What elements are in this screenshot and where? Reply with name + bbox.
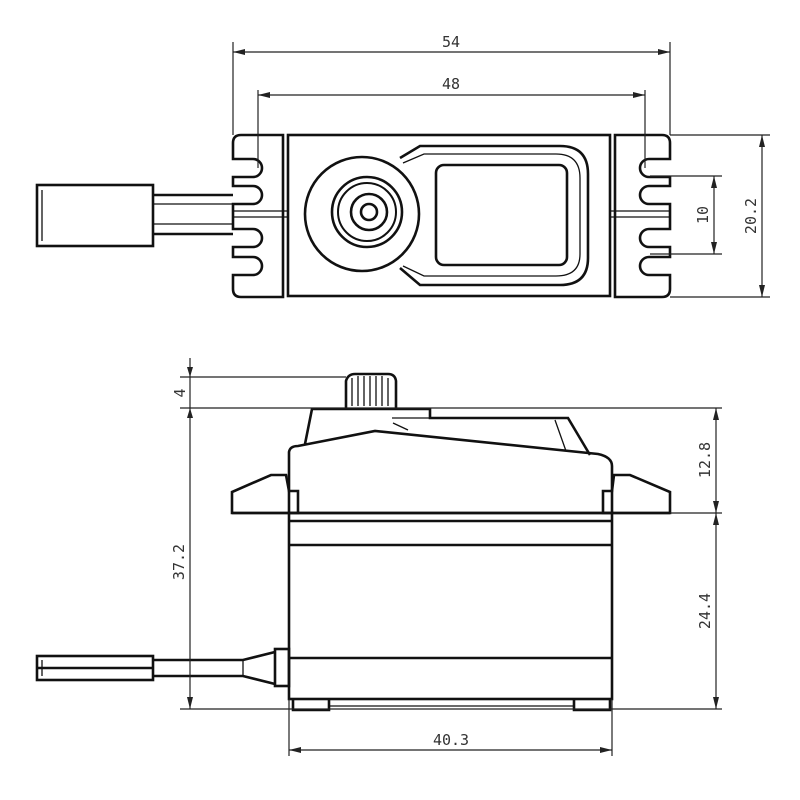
dimension-24-4: 24.4: [696, 513, 719, 709]
side-view: [35, 372, 672, 712]
output-spline-side: [344, 372, 398, 408]
output-hub-mid: [330, 175, 404, 249]
dim-label-lower-height: 24.4: [696, 593, 714, 629]
bottom-foot-right: [572, 699, 612, 712]
dimension-54: 54: [232, 33, 671, 135]
dimension-37-2: 37.2: [170, 358, 722, 710]
top-view: [35, 133, 672, 299]
top-cover: [399, 144, 590, 287]
side-cable: [35, 647, 291, 688]
dim-label-overall-length: 54: [442, 33, 460, 51]
dim-label-case-width: 40.3: [433, 731, 469, 749]
top-cap: [303, 407, 592, 456]
output-spline: [349, 192, 389, 232]
dim-label-total-height: 37.2: [170, 544, 188, 580]
connector-plug: [35, 183, 155, 248]
label-window: [434, 163, 569, 267]
case-top: [286, 133, 612, 298]
mounting-flange-right: [613, 133, 672, 299]
top-cable: [35, 183, 233, 248]
dim-label-upper-height: 12.8: [696, 442, 714, 478]
dim-label-overall-width: 20.2: [742, 198, 760, 234]
dimension-40-3: 40.3: [288, 699, 613, 756]
dimension-20-2: 20.2: [670, 134, 770, 298]
output-hub-outer: [303, 155, 421, 273]
dimension-10: 10: [650, 175, 722, 255]
lower-case: [287, 511, 614, 701]
dimension-12-8: 12.8: [670, 408, 722, 514]
dimension-48: 48: [257, 75, 646, 168]
upper-housing: [287, 429, 614, 513]
dimension-4: 4: [171, 367, 722, 418]
cable-grommet: [273, 647, 291, 688]
bottom-foot-left: [291, 699, 331, 712]
dim-label-hole-pitch: 10: [694, 206, 712, 224]
dim-label-hole-spacing: 48: [442, 75, 460, 93]
side-flange-left: [230, 473, 300, 515]
dim-label-spline-height: 4: [171, 388, 189, 397]
side-flange-right: [601, 473, 672, 515]
